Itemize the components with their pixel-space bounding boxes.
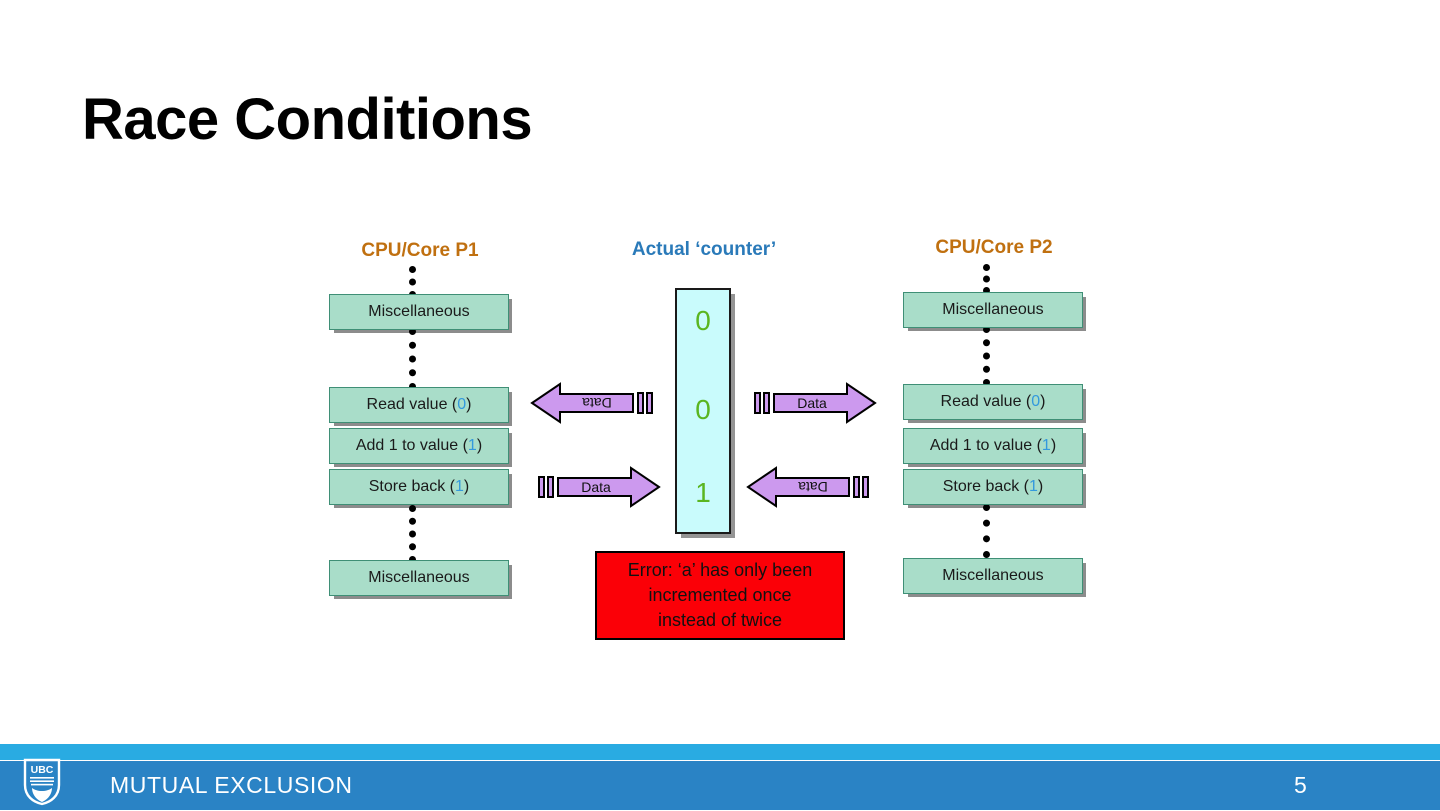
p1-step-suffix: ) xyxy=(463,478,470,495)
timeline-dots-p1-top xyxy=(409,266,416,298)
p2-step-value: 1 xyxy=(1029,478,1038,495)
p1-step-value: 1 xyxy=(467,437,477,454)
counter-value-1: 0 xyxy=(695,394,711,425)
p2-step-value: 0 xyxy=(1031,393,1041,410)
p1-step-label: Miscellaneous xyxy=(368,569,470,586)
counter-value-0: 0 xyxy=(695,305,711,336)
data-arrow-p1-store: Data xyxy=(536,465,661,509)
data-arrow-p1-read: Data xyxy=(530,381,655,425)
counter-value-2: 1 xyxy=(695,477,711,508)
error-message-text: Error: ‘a’ has only been incremented onc… xyxy=(628,558,812,633)
timeline-dots-p2-bottom xyxy=(983,504,990,558)
arrow-label-p1-read: Data xyxy=(582,395,612,411)
arrow-label-p2-read: Data xyxy=(797,395,827,411)
ubc-logo-icon: UBC xyxy=(22,758,62,806)
p1-step-read: Read value (0) xyxy=(329,387,509,423)
arrow-label-p2-store: Data xyxy=(798,479,828,495)
svg-text:UBC: UBC xyxy=(31,764,54,776)
error-line-1: Error: ‘a’ has only been xyxy=(627,560,813,580)
p2-step-label: Store back ( xyxy=(942,478,1030,495)
p2-step-suffix: ) xyxy=(1040,393,1046,410)
p2-step-read: Read value (0) xyxy=(903,384,1083,420)
arrow-shape-left xyxy=(746,465,871,509)
p1-step-label: Miscellaneous xyxy=(368,303,470,320)
p1-step-label: Add 1 to value ( xyxy=(355,437,468,454)
p1-step-misc-bottom: Miscellaneous xyxy=(329,560,509,596)
p2-step-misc-top: Miscellaneous xyxy=(903,292,1083,328)
p1-step-label: Read value ( xyxy=(366,396,458,413)
p2-step-add: Add 1 to value (1) xyxy=(903,428,1083,464)
timeline-dots-p2-top xyxy=(983,264,990,294)
p2-step-suffix: ) xyxy=(1037,478,1044,495)
p2-step-label: Add 1 to value ( xyxy=(929,437,1042,454)
timeline-dots-p1-bottom xyxy=(409,505,416,563)
arrow-label-p1-store: Data xyxy=(581,479,611,495)
column-heading-p1: CPU/Core P1 xyxy=(361,240,479,261)
p1-step-suffix: ) xyxy=(476,437,483,454)
p2-step-label: Miscellaneous xyxy=(942,301,1044,318)
p1-step-suffix: ) xyxy=(466,396,472,413)
data-arrow-p2-read: Data xyxy=(752,381,877,425)
p2-step-misc-bottom: Miscellaneous xyxy=(903,558,1083,594)
p2-step-label: Miscellaneous xyxy=(942,567,1044,584)
arrow-shape-right xyxy=(752,381,877,425)
counter-column: 0 0 1 xyxy=(675,288,731,534)
p1-step-store: Store back (1) xyxy=(329,469,509,505)
p1-step-add: Add 1 to value (1) xyxy=(329,428,509,464)
page-title: Race Conditions xyxy=(82,87,533,152)
timeline-dots-p1-mid xyxy=(409,328,416,390)
p2-step-suffix: ) xyxy=(1050,437,1057,454)
column-heading-counter: Actual ‘counter’ xyxy=(631,239,777,260)
p1-step-value: 1 xyxy=(455,478,464,495)
error-line-3: instead of twice xyxy=(657,610,783,630)
slide-page-number: 5 xyxy=(1294,772,1307,798)
column-heading-p2: CPU/Core P2 xyxy=(935,237,1053,258)
footer-section-label: MUTUAL EXCLUSION xyxy=(110,772,353,798)
arrow-shape-right xyxy=(536,465,661,509)
error-line-2: incremented once xyxy=(648,585,792,605)
footer-accent-bar xyxy=(0,744,1440,760)
p1-step-value: 0 xyxy=(457,396,467,413)
p2-step-label: Read value ( xyxy=(940,393,1032,410)
arrow-shape-left xyxy=(530,381,655,425)
timeline-dots-p2-mid xyxy=(983,326,990,386)
error-message-box: Error: ‘a’ has only been incremented onc… xyxy=(595,551,845,640)
p1-step-misc-top: Miscellaneous xyxy=(329,294,509,330)
footer-bar xyxy=(0,761,1440,810)
p2-step-store: Store back (1) xyxy=(903,469,1083,505)
p2-step-value: 1 xyxy=(1041,437,1051,454)
p1-step-label: Store back ( xyxy=(368,478,456,495)
data-arrow-p2-store: Data xyxy=(746,465,871,509)
